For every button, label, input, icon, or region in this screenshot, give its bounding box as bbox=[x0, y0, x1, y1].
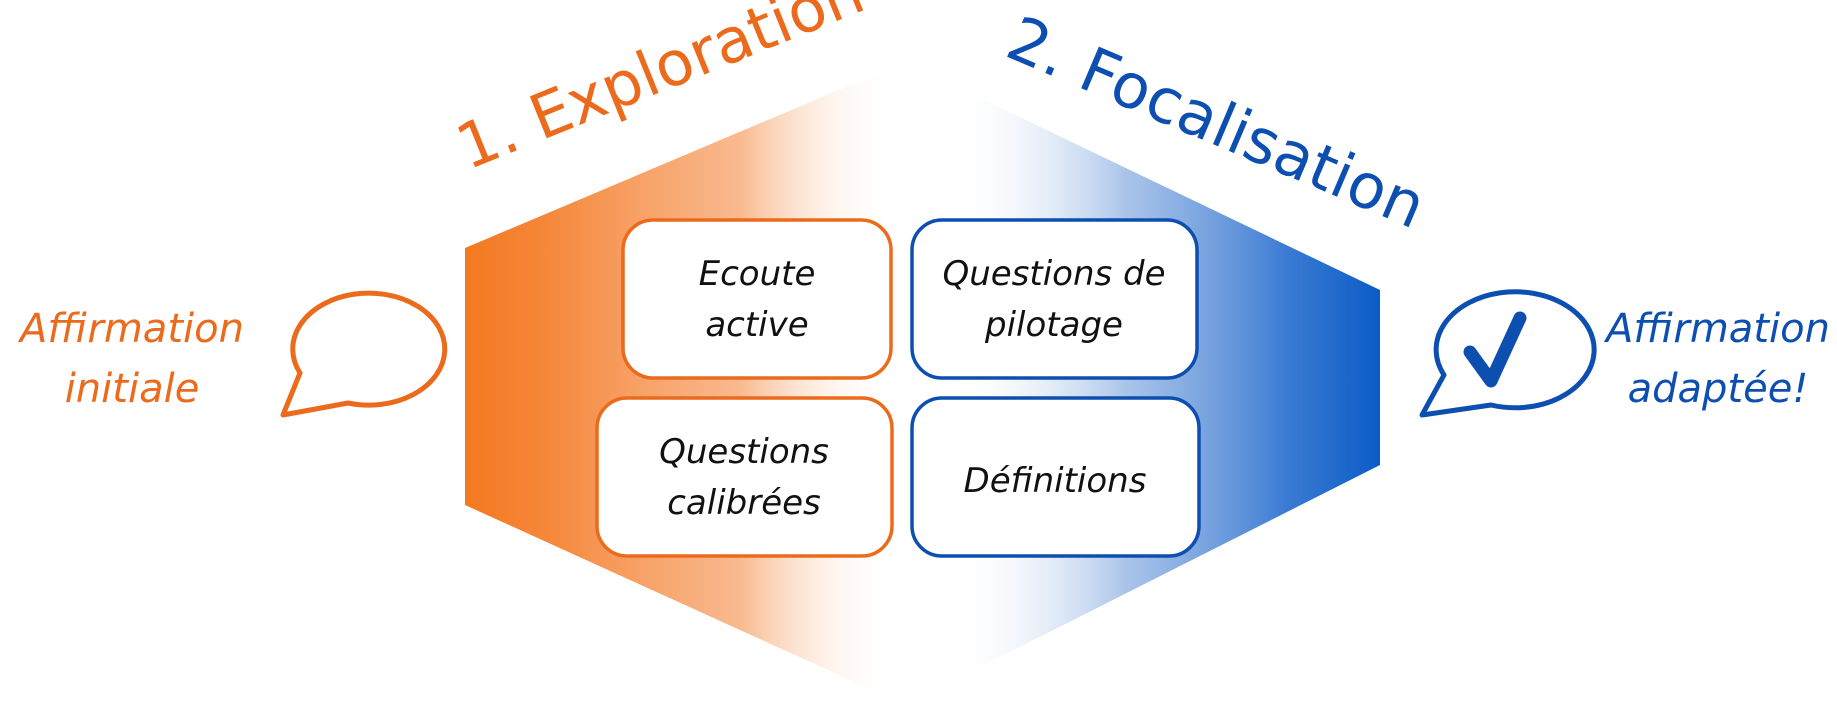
box-questions-calibrees: Questions calibrées bbox=[595, 396, 894, 558]
box-ecoute-active-line2: active bbox=[705, 305, 808, 345]
box-definitions: Définitions bbox=[910, 396, 1201, 558]
box-questions-calibrees-line1: Questions bbox=[659, 432, 829, 472]
box-ecoute-active: Ecoute active bbox=[621, 218, 893, 380]
box-ecoute-active-line1: Ecoute bbox=[699, 254, 816, 294]
right-statement-line2: adaptée! bbox=[1628, 366, 1809, 412]
speech-bubble-check-icon bbox=[1419, 289, 1597, 418]
left-statement-line1: Affirmation bbox=[17, 306, 244, 352]
right-statement-line1: Affirmation bbox=[1603, 306, 1830, 352]
box-questions-calibrees-line2: calibrées bbox=[667, 483, 821, 523]
box-questions-pilotage-line1: Questions de bbox=[942, 254, 1165, 294]
speech-bubble-icon bbox=[280, 290, 448, 418]
box-questions-pilotage: Questions de pilotage bbox=[910, 218, 1199, 380]
left-statement-line2: initiale bbox=[65, 366, 200, 412]
box-definitions-line1: Définitions bbox=[964, 461, 1147, 501]
box-questions-pilotage-line2: pilotage bbox=[984, 305, 1123, 345]
